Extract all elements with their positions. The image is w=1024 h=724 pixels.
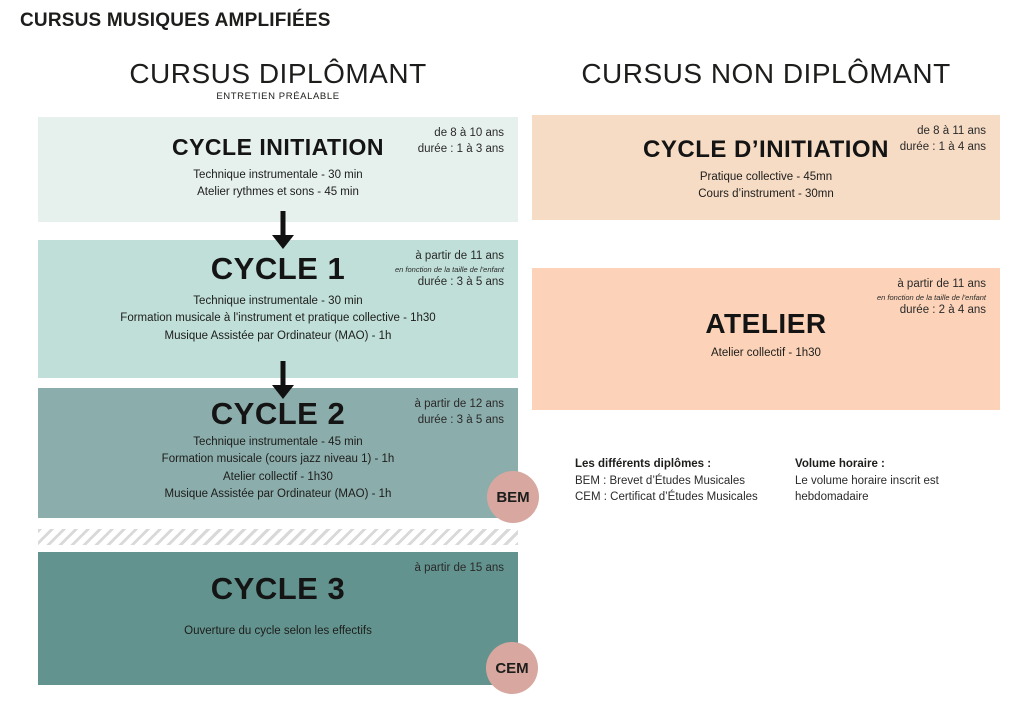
body-line: Ouverture du cycle selon les effectifs <box>184 625 372 637</box>
body-line: Cours d’instrument - 30mn <box>698 188 834 201</box>
age-line: de 8 à 11 ans <box>917 125 986 137</box>
box-cycle-2: à partir de 12 ans durée : 3 à 5 ans CYC… <box>38 388 518 518</box>
age-line: à partir de 12 ans <box>414 398 504 410</box>
body-line: Atelier rythmes et sons - 45 min <box>197 186 359 199</box>
down-arrow-icon <box>272 361 294 399</box>
age-info: à partir de 11 ans en fonction de la tai… <box>395 249 504 290</box>
age-line: durée : 3 à 5 ans <box>417 413 504 426</box>
age-line: à partir de 11 ans <box>415 250 504 262</box>
box-title: CYCLE D’INITIATION <box>643 136 889 163</box>
box-title: CYCLE 3 <box>210 571 346 606</box>
page-title: CURSUS MUSIQUES AMPLIFIÉES <box>20 10 331 31</box>
volume-note-title: Volume horaire : <box>795 458 885 470</box>
box-body: Technique instrumentale - 30 min Formati… <box>38 293 518 345</box>
right-column-header: CURSUS NON DIPLÔMANT <box>581 58 951 89</box>
left-column-subheader: ENTRETIEN PRÉALABLE <box>216 91 340 102</box>
box-cycle-d-initiation: de 8 à 11 ans durée : 1 à 4 ans CYCLE D’… <box>532 115 1000 220</box>
age-info: à partir de 15 ans <box>414 561 504 577</box>
box-title: CYCLE 1 <box>210 251 346 286</box>
note-line: BEM : Brevet d’Études Musicales <box>575 474 746 487</box>
age-line: à partir de 11 ans <box>897 278 986 290</box>
box-title: ATELIER <box>705 308 827 339</box>
box-body: Atelier collectif - 1h30 <box>532 345 1000 362</box>
age-line: à partir de 15 ans <box>414 562 504 574</box>
box-cycle-initiation: de 8 à 10 ans durée : 1 à 3 ans CYCLE IN… <box>38 117 518 222</box>
body-line: Formation musicale (cours jazz niveau 1)… <box>161 453 395 466</box>
hatched-divider <box>38 529 518 545</box>
age-info: de 8 à 11 ans durée : 1 à 4 ans <box>900 124 986 156</box>
box-body: Technique instrumentale - 45 min Formati… <box>38 434 518 503</box>
body-line: Formation musicale à l'instrument et pra… <box>120 312 436 325</box>
age-info: à partir de 12 ans durée : 3 à 5 ans <box>414 397 504 429</box>
body-line: Technique instrumentale - 30 min <box>193 169 363 181</box>
box-title: CYCLE 2 <box>210 396 346 431</box>
volume-note: Volume horaire : Le volume horaire inscr… <box>795 456 939 506</box>
age-line: durée : 1 à 4 ans <box>899 140 986 153</box>
body-line: Musique Assistée par Ordinateur (MAO) - … <box>164 487 392 500</box>
bem-badge: BEM <box>487 471 539 523</box>
box-body: Pratique collective - 45mn Cours d’instr… <box>532 169 1000 204</box>
age-info: de 8 à 10 ans durée : 1 à 3 ans <box>418 126 504 158</box>
box-body: Technique instrumentale - 30 min Atelier… <box>38 167 518 202</box>
age-info: à partir de 11 ans en fonction de la tai… <box>877 277 986 318</box>
left-column-header: CURSUS DIPLÔMANT <box>129 58 427 89</box>
box-cycle-3: à partir de 15 ans CYCLE 3 Ouverture du … <box>38 552 518 685</box>
cem-badge: CEM <box>486 642 538 694</box>
age-note: en fonction de la taille de l'enfant <box>394 264 504 274</box>
body-line: Pratique collective - 45mn <box>699 171 833 183</box>
note-line: hebdomadaire <box>795 491 869 504</box>
box-atelier: à partir de 11 ans en fonction de la tai… <box>532 268 1000 410</box>
note-line: CEM : Certificat d’Études Musicales <box>575 491 758 504</box>
body-line: Atelier collectif - 1h30 <box>711 347 821 359</box>
box-body: Ouverture du cycle selon les effectifs <box>38 623 518 640</box>
age-note: en fonction de la taille de l'enfant <box>876 292 986 302</box>
body-line: Atelier collectif - 1h30 <box>223 470 333 483</box>
body-line: Technique instrumentale - 30 min <box>193 295 363 307</box>
age-line: de 8 à 10 ans <box>434 127 504 139</box>
age-line: durée : 3 à 5 ans <box>417 275 504 288</box>
age-line: durée : 1 à 3 ans <box>417 142 504 155</box>
note-line: Le volume horaire inscrit est <box>795 474 939 487</box>
diplomas-note-title: Les différents diplômes : <box>575 458 712 470</box>
age-line: durée : 2 à 4 ans <box>899 303 986 316</box>
down-arrow-icon <box>272 211 294 249</box>
body-line: Technique instrumentale - 45 min <box>193 436 363 448</box>
body-line: Musique Assistée par Ordinateur (MAO) - … <box>164 329 392 342</box>
box-title: CYCLE INITIATION <box>171 134 384 160</box>
diplomas-note: Les différents diplômes : BEM : Brevet d… <box>575 456 758 506</box>
box-cycle-1: à partir de 11 ans en fonction de la tai… <box>38 240 518 378</box>
